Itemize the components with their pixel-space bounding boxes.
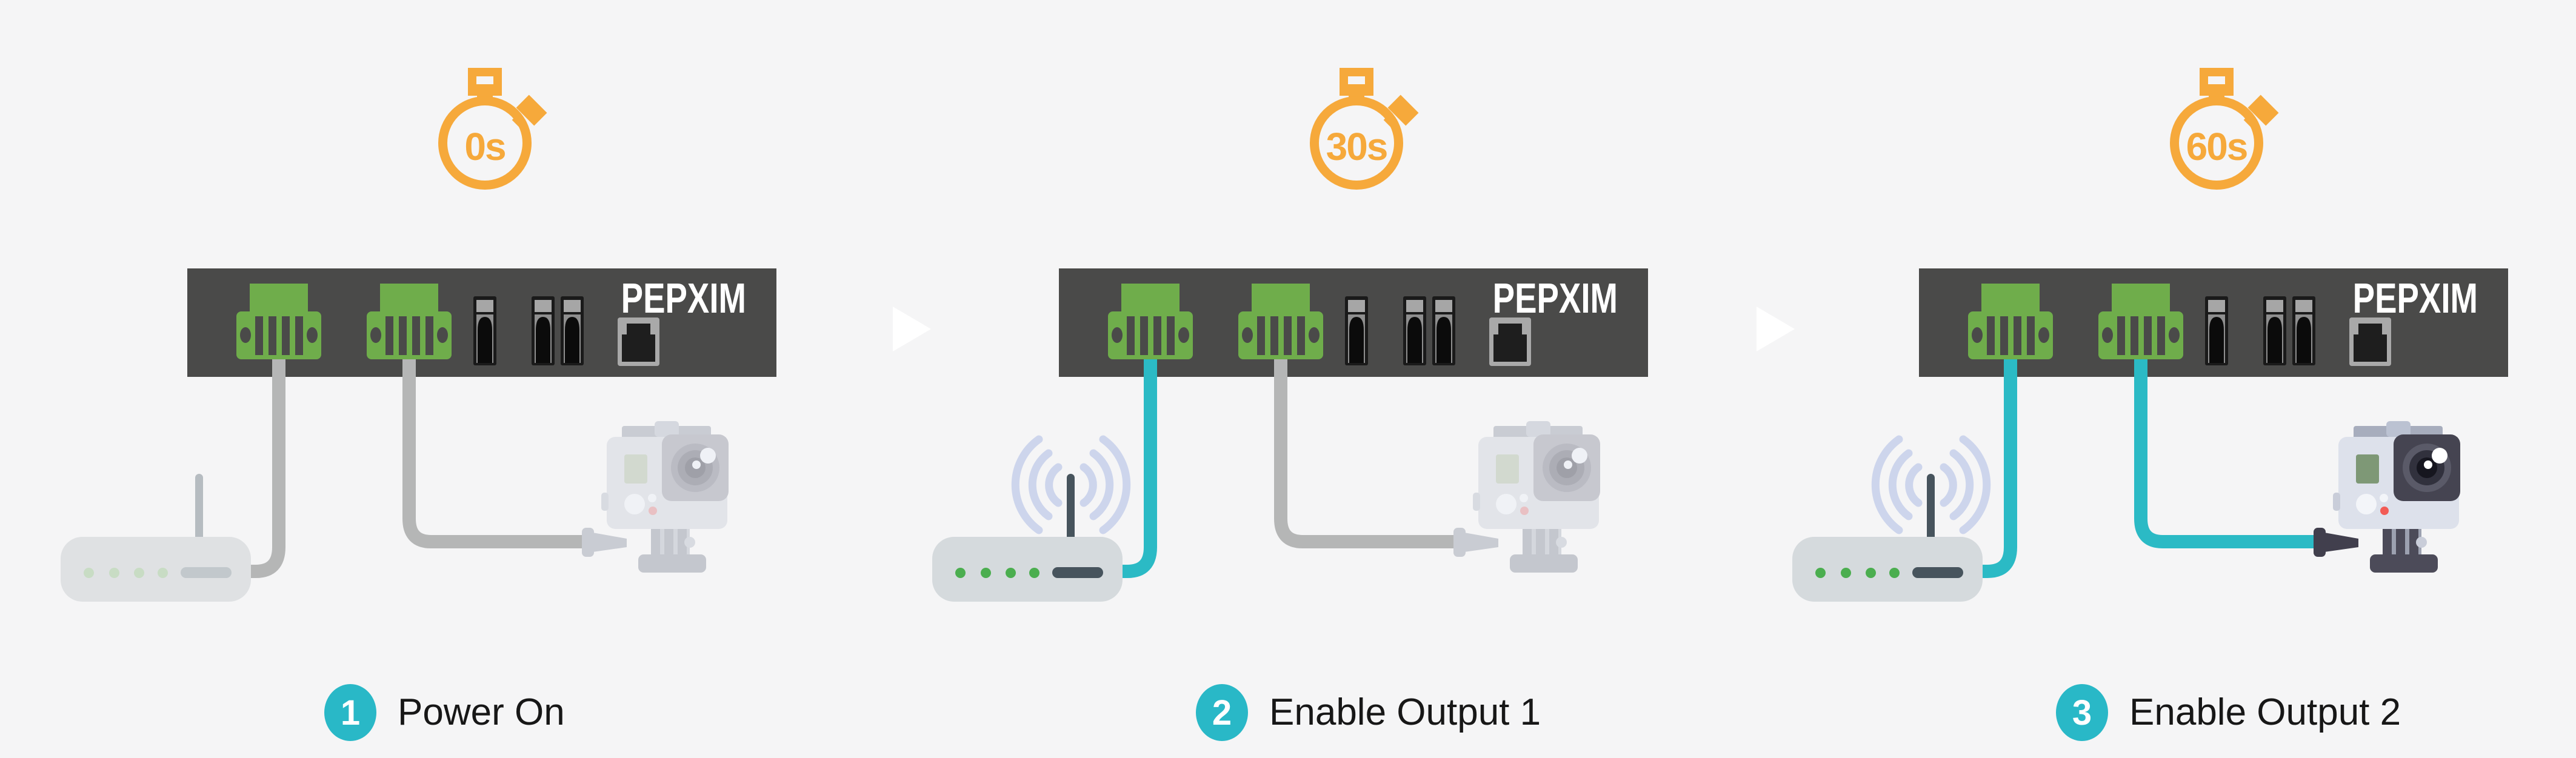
- timer-value: 60s: [2186, 125, 2249, 168]
- output-connector-1-icon: [1108, 284, 1193, 359]
- timer-value: 30s: [1326, 125, 1389, 168]
- router-body: [932, 537, 1123, 602]
- stopwatch-button-slot: [1348, 76, 1365, 84]
- led-indicator: [1889, 568, 1900, 578]
- router-body: [1792, 537, 1983, 602]
- step-number-badge: 3: [2056, 684, 2108, 741]
- router-antenna: [1067, 474, 1075, 544]
- step-2: 30s: [932, 0, 1793, 758]
- step-number-badge: 2: [1196, 684, 1248, 741]
- next-step-arrow-icon: [893, 307, 931, 351]
- switch-port-icons: [2205, 296, 2315, 365]
- output1-cable: [1118, 339, 1157, 578]
- led-indicator: [1866, 568, 1876, 578]
- ethernet-port-icon: [1489, 317, 1531, 366]
- output-connector-2-icon: [367, 284, 452, 359]
- stopwatch-button-slot: [476, 76, 493, 84]
- cables: [1978, 339, 2317, 578]
- led-indicator: [84, 568, 94, 578]
- led-indicator: [1006, 568, 1016, 578]
- wifi-waves-icon: [1011, 435, 1131, 534]
- step-1: 0s: [61, 0, 921, 758]
- wifi-router: [932, 424, 1169, 612]
- ethernet-port-icon: [2349, 317, 2391, 366]
- led-indicator: [158, 568, 168, 578]
- wifi-waves-icon: [1871, 435, 1991, 534]
- action-camera-icon: [582, 421, 729, 573]
- step-number-badge: 1: [324, 684, 376, 741]
- step-label: Enable Output 1: [1269, 691, 1541, 733]
- led-indicator: [981, 568, 991, 578]
- output1-cable: [1978, 339, 2017, 578]
- router-body: [61, 537, 251, 602]
- router-antenna: [1927, 474, 1935, 544]
- router-port-slot: [181, 567, 232, 578]
- step-label: Enable Output 2: [2129, 691, 2401, 733]
- output-connector-1-icon: [1968, 284, 2053, 359]
- led-indicator: [1815, 568, 1826, 578]
- led-indicator: [109, 568, 119, 578]
- output2-cable: [402, 339, 586, 548]
- action-camera-icon: [1453, 421, 1600, 573]
- wifi-router: [61, 424, 297, 612]
- next-step-arrow-icon: [1757, 307, 1795, 351]
- step-3: 60s: [1792, 0, 2576, 758]
- timer-value: 0s: [464, 125, 506, 168]
- led-indicator: [1841, 568, 1851, 578]
- router-antenna: [195, 474, 203, 544]
- output-connector-2-icon: [2098, 284, 2183, 359]
- output1-cable: [246, 339, 285, 578]
- ethernet-port-icon: [618, 317, 659, 366]
- step-label: Power On: [398, 691, 565, 733]
- switch-port-icons: [1345, 296, 1455, 365]
- output2-cable: [2134, 339, 2317, 548]
- panel-ports: [236, 284, 659, 366]
- output2-cable: [1274, 339, 1457, 548]
- device-brand: PEPXIM: [2352, 274, 2478, 322]
- led-indicator: [955, 568, 966, 578]
- device-brand: PEPXIM: [621, 274, 746, 322]
- wifi-router: [1792, 424, 2029, 612]
- router-port-slot: [1912, 567, 1963, 578]
- led-indicator: [1029, 568, 1039, 578]
- router-port-slot: [1052, 567, 1103, 578]
- led-indicator: [134, 568, 144, 578]
- stopwatch-button-slot: [2208, 76, 2225, 84]
- output-connector-1-icon: [236, 284, 321, 359]
- output-connector-2-icon: [1238, 284, 1323, 359]
- switch-port-icons: [473, 296, 584, 365]
- action-camera-icon: [2314, 421, 2460, 573]
- device-brand: PEPXIM: [1492, 274, 1618, 322]
- panel-ports: [1108, 284, 1531, 366]
- cables: [246, 339, 586, 578]
- cables: [1118, 339, 1457, 578]
- panel-ports: [1968, 284, 2391, 366]
